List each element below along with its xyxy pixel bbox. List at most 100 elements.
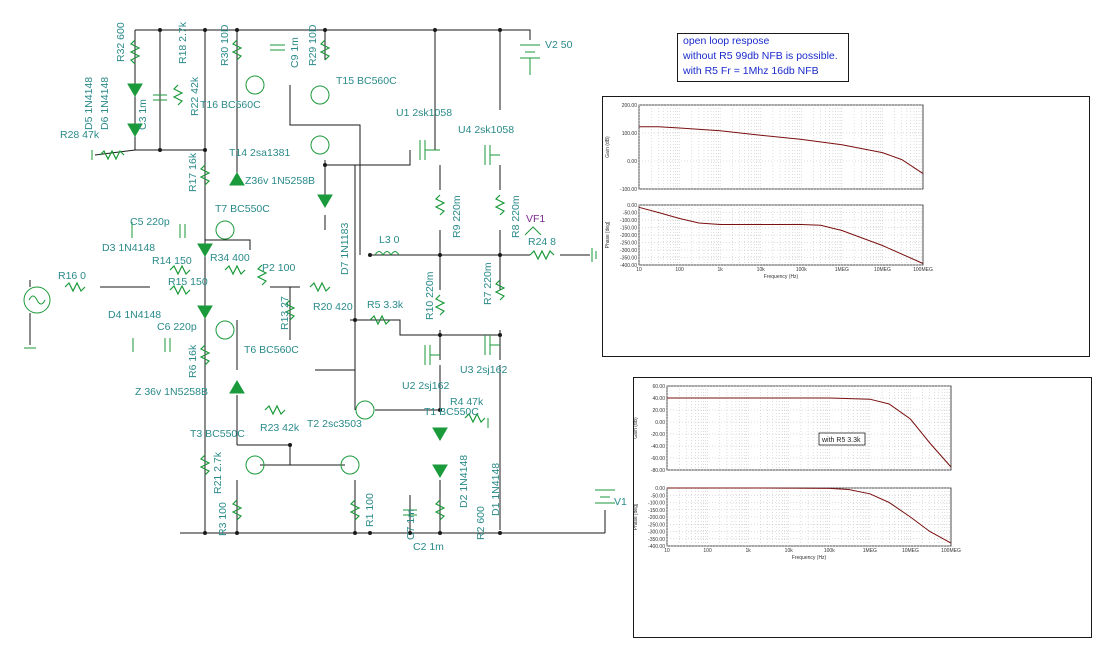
diode-d6 [127,123,143,137]
label-r30: R30 10D [219,24,231,66]
label-t6: T6 BC560C [244,344,299,356]
y-tick-label: -60.00 [651,456,665,462]
label-t7: T7 BC550C [215,203,270,215]
resistor-r22 [172,84,184,106]
mosfet-u2 [424,345,440,365]
x-axis-label: Frequency (Hz) [792,555,827,561]
diode-d4 [197,305,213,319]
resistor-r34 [224,264,246,276]
zener-z36b [229,380,245,394]
label-d4: D4 1N4148 [108,309,161,321]
label-r28: R28 47k [60,129,100,141]
series-line [667,397,952,468]
resistor-r7 [494,279,506,301]
y-tick-label: -350.00 [648,537,665,543]
x-tick-label: 10 [664,548,670,554]
resistor-r30 [231,39,243,61]
label-p2: P2 100 [262,262,295,274]
annotation-text: with R5 3.3k [821,437,861,444]
label-r14: R14 150 [152,255,192,267]
y-tick-label: -100.00 [648,501,665,507]
series-line [639,126,924,175]
label-d5: D5 1N4148 [83,77,95,130]
resistor-r15 [169,284,191,296]
circuit-components [23,39,615,521]
transistor-t16 [245,75,265,95]
x-tick-label: 1k [718,267,724,273]
transistor-t1 [340,455,360,475]
label-c2: C2 1m [413,541,444,553]
x-tick-label: 10MEG [874,267,891,273]
bode-plot-with-r5: 60.0040.0020.000.00-20.00-40.00-60.00-80… [633,384,961,561]
y-tick-label: 0.00 [627,203,637,209]
x-tick-label: 100MEG [941,548,961,554]
label-d2: D2 1N4148 [458,455,470,508]
y-tick-label: -250.00 [620,241,637,247]
resistor-r14 [169,264,191,276]
label-v2: V2 50 [545,39,573,51]
capacitor-c7 [403,509,417,516]
resistor-r10 [434,294,446,316]
label-r4: R4 47k [450,396,484,408]
annotation-note: open loop respose without R5 99db NFB is… [677,33,849,82]
x-tick-label: 100 [675,267,684,273]
x-tick-label: 100k [824,548,835,554]
x-tick-label: 1MEG [863,548,877,554]
label-z36b: Z 36v 1N5258B [135,386,208,398]
x-tick-label: 10k [757,267,766,273]
x-tick-label: 10MEG [902,548,919,554]
label-r22: R22 42k [189,76,201,116]
label-r20: R20 420 [313,301,353,313]
label-v1: V1 [614,496,627,508]
diode-d7 [317,194,333,208]
x-axis-label: Frequency (Hz) [764,274,799,280]
y-axis-label: Gain (dB) [634,417,639,439]
y-tick-label: 40.00 [652,396,665,402]
diode-d2 [432,427,448,441]
resistor-r23 [264,404,286,416]
capacitor-c6 [164,338,171,352]
label-u1: U1 2sk1058 [396,107,452,119]
circuit-wires [29,29,606,534]
label-d6: D6 1N4148 [99,77,111,130]
label-r23: R23 42k [260,422,300,434]
inductor-l3 [374,251,400,257]
x-tick-label: 1k [746,548,752,554]
y-tick-label: -100.00 [620,187,637,193]
label-l3: L3 0 [379,234,400,246]
y-tick-label: 0.00 [655,486,665,492]
probe-vf1 [524,226,542,236]
battery-v2 [520,44,540,75]
label-t1: T1 BC550C [424,406,479,418]
label-r21: R21 2.7k [212,451,224,494]
label-t16: T16 BC560C [200,99,261,111]
label-c9: C9 1m [289,37,301,68]
resistor-r5 [369,314,391,326]
label-r5: R5 3.3k [367,299,404,311]
resistor-r3 [231,499,243,521]
label-r9: R9 220m [451,195,463,238]
label-c6: C6 220p [157,321,197,333]
x-tick-label: 1MEG [835,267,849,273]
resistor-r13 [284,299,296,321]
label-r32: R32 600 [115,22,127,62]
y-tick-label: -50.00 [651,493,665,499]
y-tick-label: -250.00 [648,522,665,528]
x-tick-label: 10k [785,548,794,554]
y-tick-label: -200.00 [620,233,637,239]
label-d7: D7 1N1183 [339,222,351,275]
y-tick-label: -300.00 [648,530,665,536]
label-r6: R6 16k [187,344,199,378]
y-tick-label: -350.00 [620,256,637,262]
zener-z36a [229,172,245,186]
series-line [667,487,952,544]
diode-d5 [127,83,143,97]
label-r3: R3 100 [217,502,229,536]
y-tick-label: -200.00 [648,515,665,521]
label-r24: R24 8 [528,236,556,248]
label-d3: D3 1N4148 [102,242,155,254]
label-u2: U2 2sj162 [402,380,449,392]
label-z36a: Z36v 1N5258B [245,175,315,187]
resistor-r9 [434,194,446,216]
